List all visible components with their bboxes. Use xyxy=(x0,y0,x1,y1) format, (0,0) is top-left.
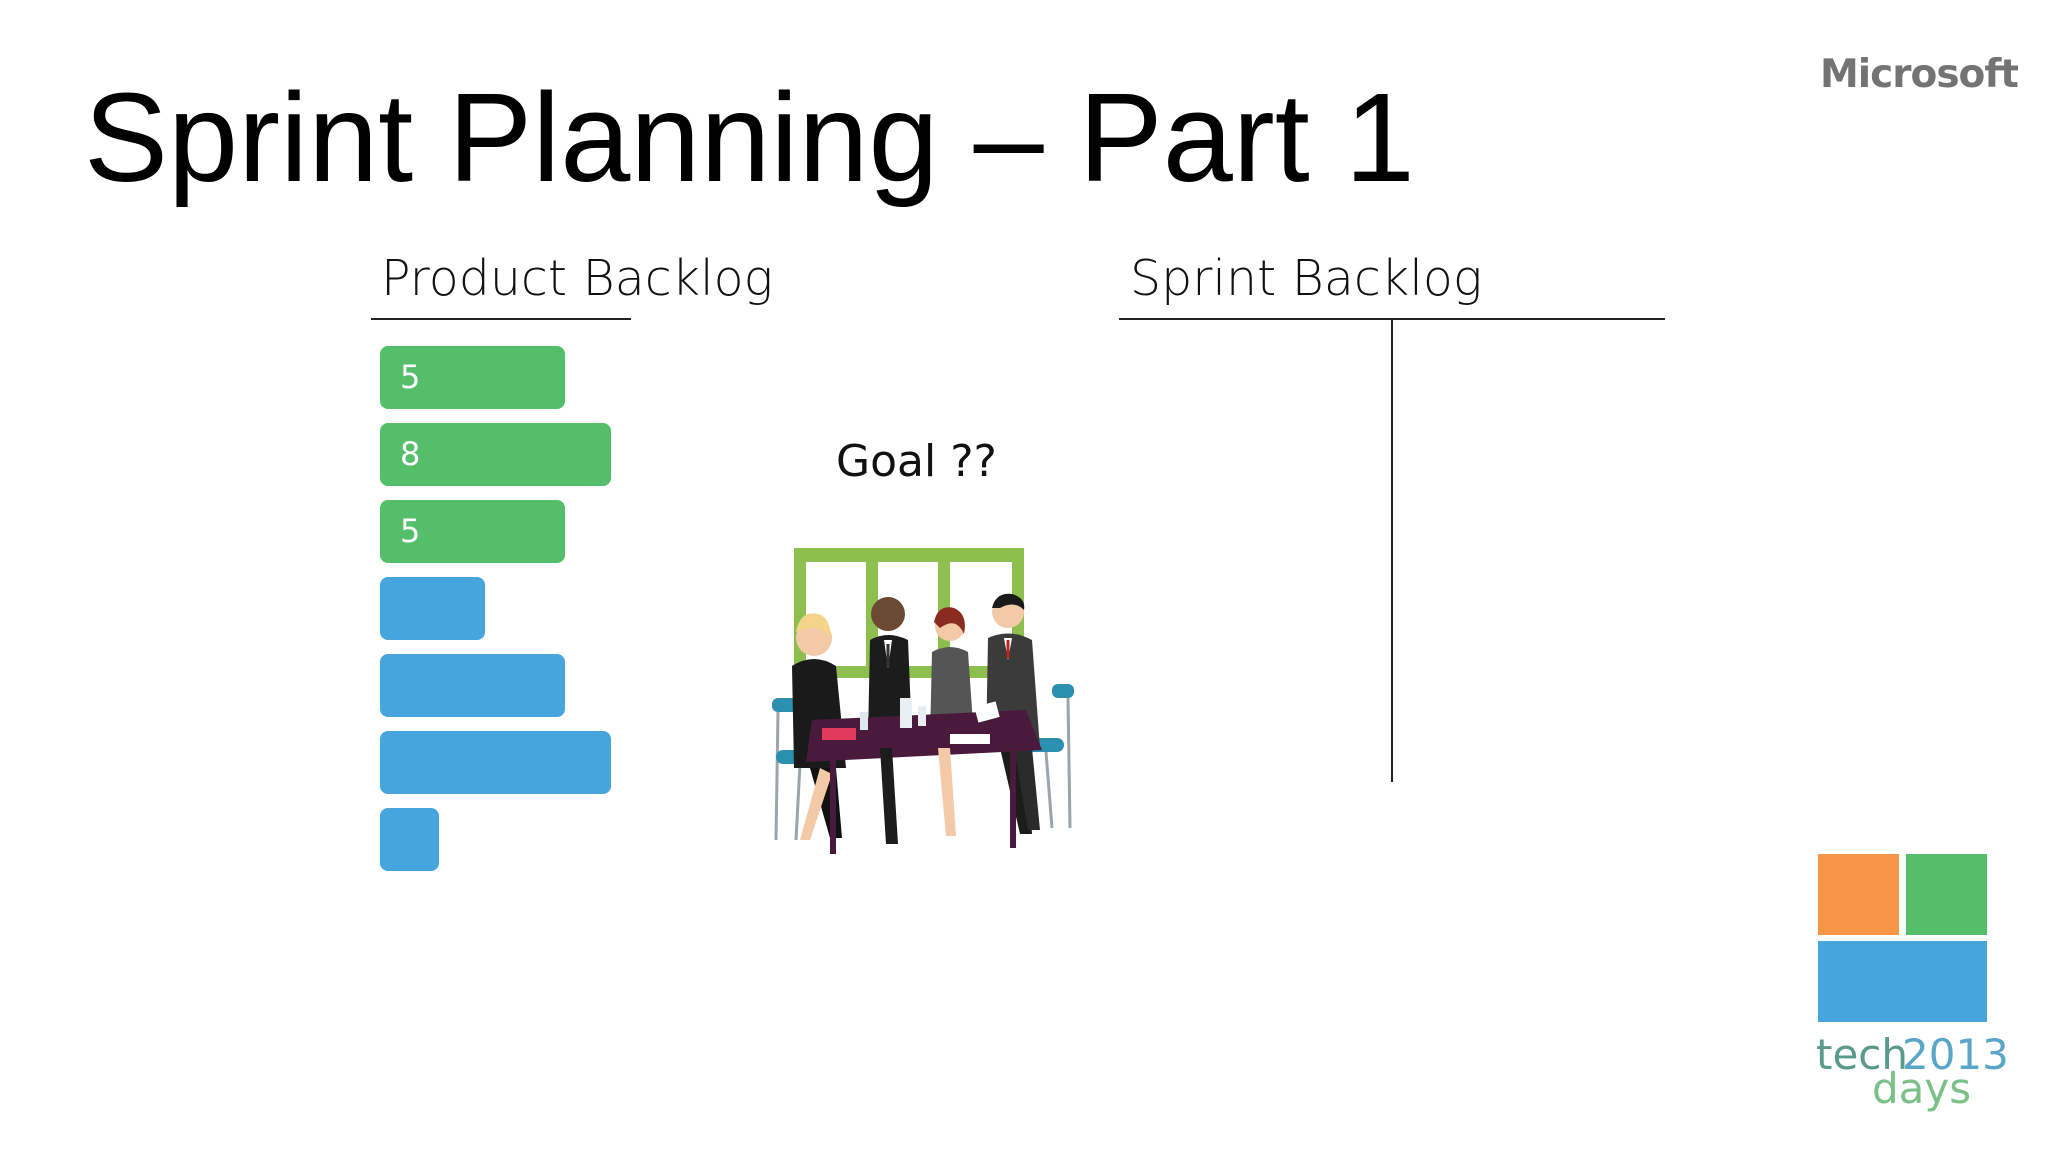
sprint-backlog-heading: Sprint Backlog xyxy=(1130,250,1483,307)
techdays-logo: tech 2013 days xyxy=(1816,1030,2009,1113)
logo-blue-tile xyxy=(1818,941,1987,1022)
product-backlog-heading: Product Backlog xyxy=(381,250,774,307)
backlog-item-6 xyxy=(380,731,611,794)
story-points-label: 8 xyxy=(400,435,421,473)
story-points-label: 5 xyxy=(400,358,421,396)
logo-orange-tile xyxy=(1818,854,1899,935)
backlog-item-1: 5 xyxy=(380,346,565,409)
backlog-item-2: 8 xyxy=(380,423,611,486)
microsoft-logo: Microsoft xyxy=(1820,52,2019,97)
sprint-backlog-underline xyxy=(1119,318,1665,320)
goal-label: Goal ?? xyxy=(836,436,997,487)
backlog-item-7 xyxy=(380,808,439,871)
sprint-backlog-divider xyxy=(1391,320,1393,782)
techdays-word-tech: tech xyxy=(1816,1030,1909,1079)
backlog-item-3: 5 xyxy=(380,500,565,563)
backlog-item-4 xyxy=(380,577,485,640)
techdays-year: 2013 xyxy=(1902,1030,2009,1079)
product-backlog-underline xyxy=(371,318,631,320)
slide-title: Sprint Planning – Part 1 xyxy=(84,67,1415,208)
backlog-item-5 xyxy=(380,654,565,717)
techdays-word-days: days xyxy=(1872,1064,1972,1113)
logo-green-tile xyxy=(1906,854,1987,935)
team-meeting-icon xyxy=(772,548,1074,854)
story-points-label: 5 xyxy=(400,512,421,550)
